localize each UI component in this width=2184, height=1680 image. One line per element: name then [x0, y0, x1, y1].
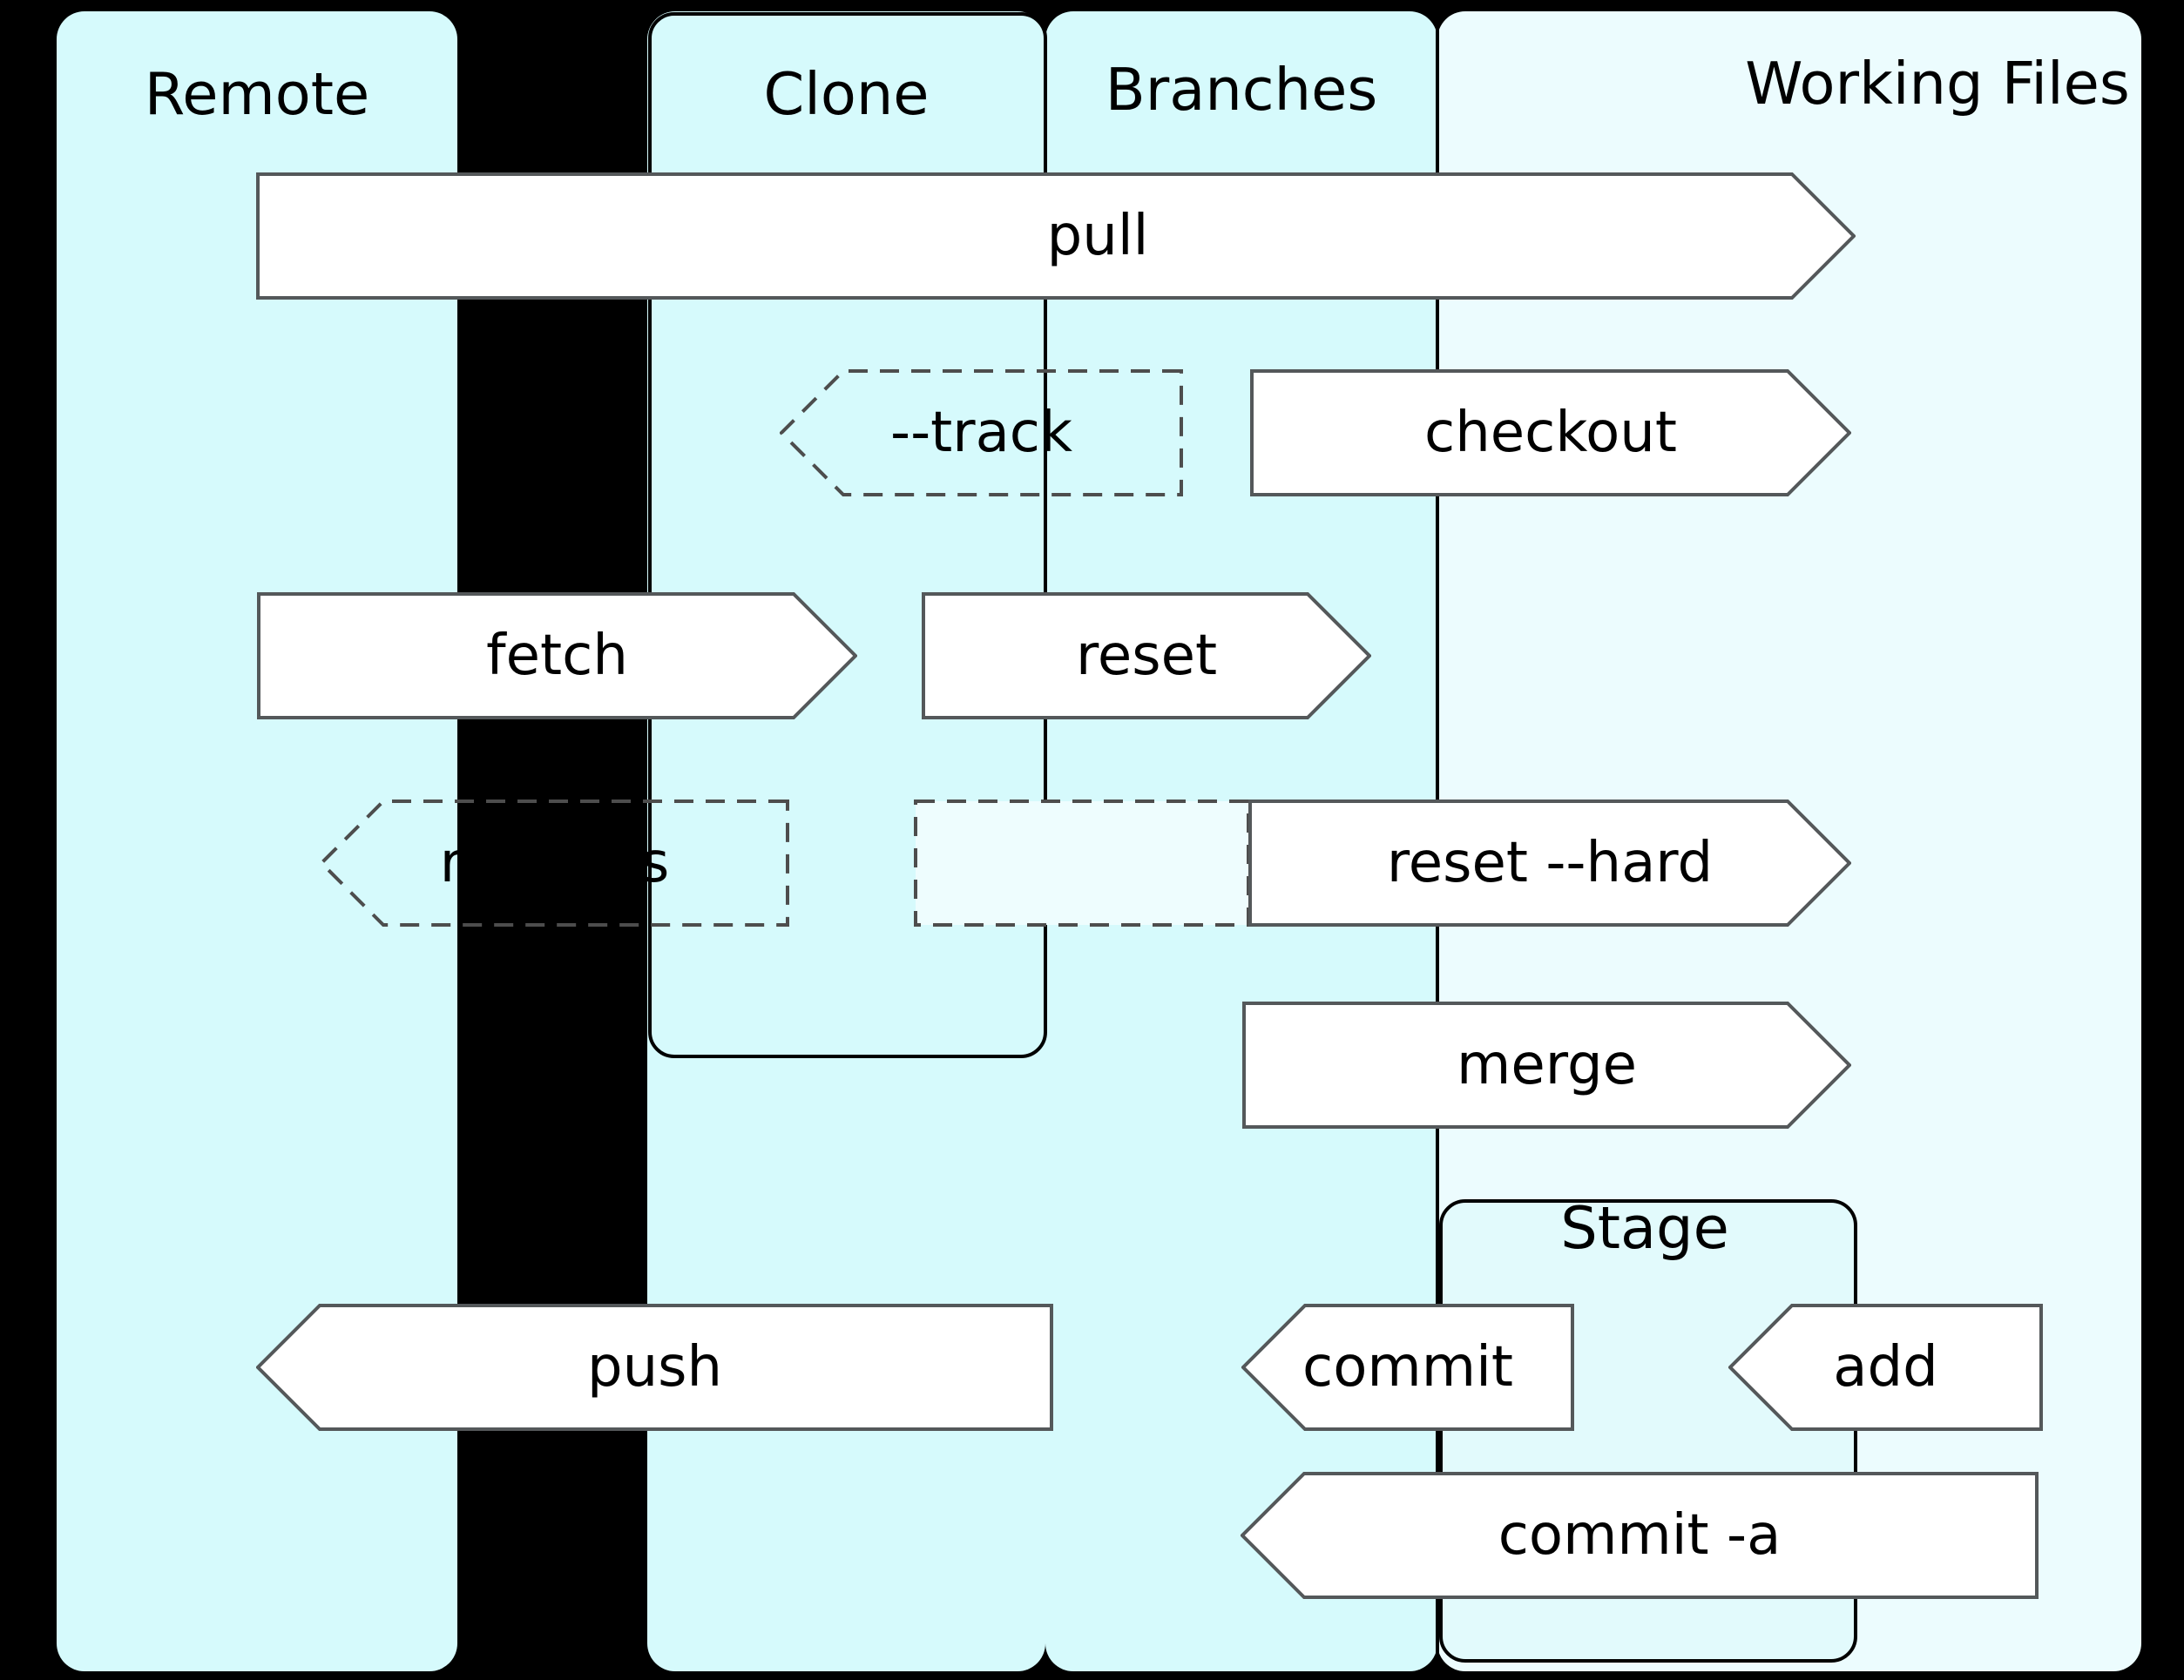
left-arrow-shape — [1728, 1304, 2043, 1431]
arrow-add: add — [1728, 1304, 2043, 1431]
arrow-pull: pull — [256, 172, 1856, 300]
left-arrow-shape — [256, 1304, 1053, 1431]
remote-column-title: Remote — [144, 60, 370, 128]
working-files-column-title: Working Files — [1745, 50, 2130, 118]
arrow-commit-label: commit — [1302, 1335, 1513, 1400]
left-arrow-shape — [1241, 1472, 2039, 1599]
left-arrow-shape — [1241, 1304, 1574, 1431]
arrow-remotes: remotes — [320, 800, 789, 927]
arrow-checkout: checkout — [1250, 369, 1851, 496]
reset-hard-dashed-extension — [914, 800, 1250, 927]
arrow-commit-a-label: commit -a — [1498, 1503, 1782, 1568]
arrow-fetch: fetch — [257, 592, 857, 719]
dashed-rect-shape — [914, 800, 1250, 927]
arrow-reset-label: reset — [1075, 624, 1218, 688]
arrow-fetch-label: fetch — [486, 624, 628, 688]
arrow-commit-a: commit -a — [1241, 1472, 2039, 1599]
left-dashed-arrow-shape — [320, 800, 789, 927]
stage-title: Stage — [1560, 1194, 1729, 1262]
branches-column-title: Branches — [1105, 56, 1378, 124]
right-arrow-shape — [257, 592, 857, 719]
right-arrow-shape — [1250, 369, 1851, 496]
arrow-reset-hard-label: reset --hard — [1386, 831, 1714, 895]
arrow-push-label: push — [586, 1335, 723, 1400]
clone-outline-box — [648, 12, 1047, 1058]
arrow-merge-label: merge — [1457, 1033, 1637, 1097]
arrow-reset: reset — [922, 592, 1371, 719]
arrow-merge: merge — [1242, 1002, 1851, 1129]
arrow-pull-label: pull — [1046, 204, 1149, 268]
right-arrow-shape — [256, 172, 1856, 300]
arrow-track-label: --track — [889, 401, 1073, 465]
right-arrow-shape — [1242, 1002, 1851, 1129]
arrow-push: push — [256, 1304, 1053, 1431]
arrow-checkout-label: checkout — [1424, 401, 1677, 465]
arrow-reset-hard: reset --hard — [1248, 800, 1851, 927]
clone-column-title: Clone — [763, 60, 930, 128]
right-arrow-shape — [922, 592, 1371, 719]
arrow-track: --track — [780, 369, 1183, 496]
arrow-add-label: add — [1833, 1335, 1938, 1400]
right-arrow-shape — [1248, 800, 1851, 927]
arrow-commit: commit — [1241, 1304, 1574, 1431]
arrow-remotes-label: remotes — [439, 831, 670, 895]
